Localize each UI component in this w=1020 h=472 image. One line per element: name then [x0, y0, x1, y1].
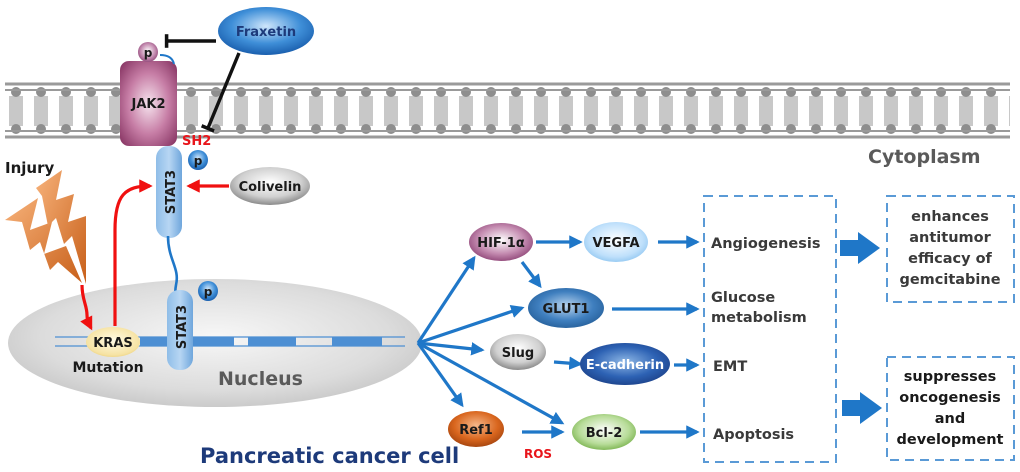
lightning-bolt-icon: [36, 170, 86, 284]
outcome-apoptosis: Apoptosis: [713, 427, 794, 443]
ref1-node: [448, 411, 504, 447]
hif1a-label: HIF-1α: [477, 236, 525, 251]
jak2-phospho-label: p: [144, 46, 153, 60]
hif1a-to-glut1-arrow: [520, 261, 542, 289]
outcome-glucose: Glucose: [711, 290, 775, 306]
ros-label: ROS: [524, 447, 552, 461]
outcome-angiogenesis: Angiogenesis: [711, 236, 820, 252]
glut1-node: [528, 288, 604, 328]
fraxetin-label: Fraxetin: [236, 25, 296, 40]
stat3-nuc-phospho-label: p: [204, 285, 213, 299]
kras-node: [86, 327, 140, 357]
slug-to-ecadherin-arrow: [553, 356, 583, 370]
colivelin-label: Colivelin: [239, 180, 302, 195]
result-line: efficacy of: [908, 251, 992, 267]
mutation-label: Mutation: [72, 360, 143, 376]
stat3-cyto-label: STAT3: [164, 170, 179, 214]
bcl2-label: Bcl-2: [586, 426, 623, 441]
hif1a-node: [469, 223, 533, 261]
jak2-label: JAK2: [130, 97, 165, 112]
glut1-label: GLUT1: [543, 302, 590, 317]
page-title: Pancreatic cancer cell: [200, 444, 459, 468]
injury-to-kras-arrow: [80, 284, 93, 331]
result-line: gemcitabine: [899, 272, 1000, 288]
result-line: enhances: [911, 209, 989, 225]
slug-node: [490, 334, 546, 370]
stat3-nuc-phospho: [198, 281, 218, 301]
ref1-label: Ref1: [459, 423, 493, 438]
nucleus-output-arrows: [416, 255, 565, 425]
kras-label: KRAS: [93, 336, 133, 351]
apoptosis-result-arrow: [842, 392, 882, 424]
bcl2-node: [572, 414, 636, 450]
stat3-cytoplasmic: [156, 146, 182, 238]
result-line: antitumor: [909, 230, 991, 246]
result-box-oncogenesis: [886, 356, 1015, 461]
stat3-nuclear: [167, 290, 193, 370]
result-line: suppresses: [904, 369, 996, 385]
ecadherin-node: [580, 343, 670, 385]
injury-label: Injury: [5, 159, 54, 177]
jak2-phospho-link: [159, 54, 175, 65]
slug-label: Slug: [502, 346, 534, 361]
angiogenesis-result-arrow: [840, 232, 880, 264]
nucleus-label: Nucleus: [218, 368, 303, 390]
outcomes-box: [703, 195, 837, 463]
result-line: development: [896, 432, 1003, 448]
cytoplasm-label: Cytoplasm: [868, 146, 981, 168]
vegfa-label: VEGFA: [592, 236, 639, 251]
lightning-bolt-icon: [5, 198, 82, 283]
outcome-metabolism: metabolism: [711, 310, 807, 326]
result-box-gemcitabine: [886, 195, 1015, 303]
sh2-label: SH2: [182, 134, 211, 149]
result-line: oncogenesis: [899, 390, 1000, 406]
fraxetin-inhibits-sh2: [200, 52, 241, 133]
jak2-phospho: [138, 42, 158, 62]
ecadherin-label: E-cadherin: [586, 358, 664, 373]
stat3-nuc-label: STAT3: [175, 305, 190, 349]
result-line: and: [935, 411, 966, 427]
jak2-receptor: [120, 61, 177, 146]
vegfa-node: [584, 222, 648, 262]
fraxetin-node: [218, 7, 314, 55]
colivelin-node: [230, 167, 310, 205]
outcome-emt: EMT: [713, 359, 747, 375]
kras-to-stat3-arrow: [113, 179, 153, 326]
stat3-phospho: [188, 150, 208, 170]
stat3-phospho-label: p: [194, 154, 203, 168]
